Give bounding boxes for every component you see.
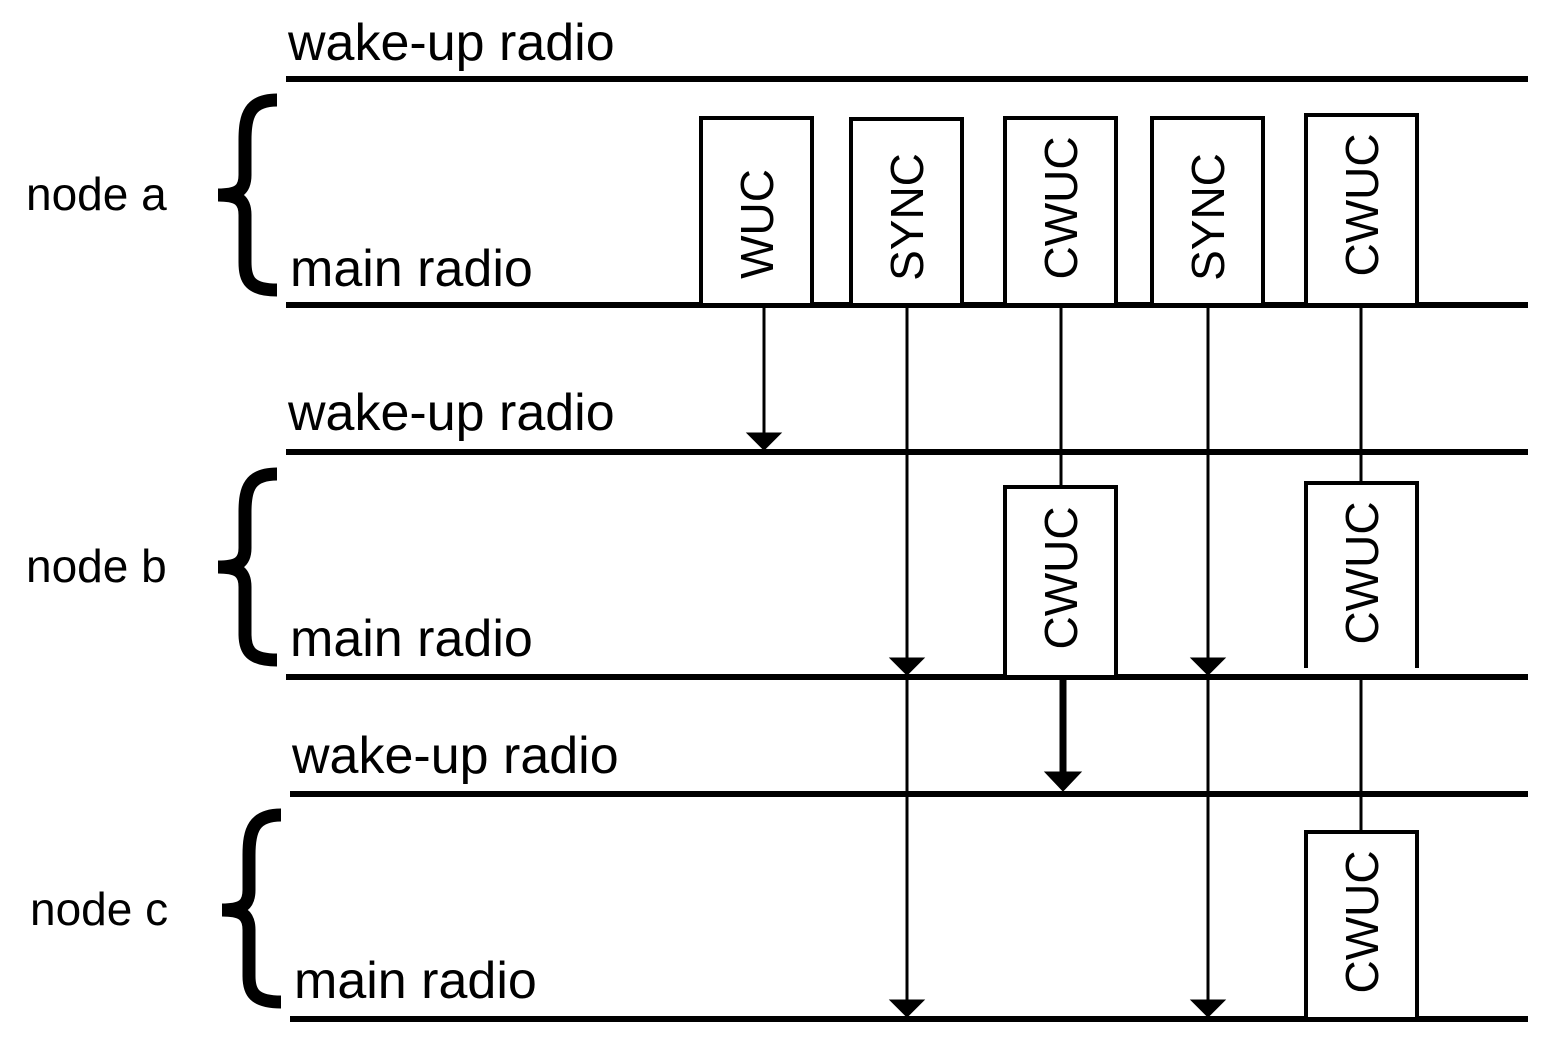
packet-box-cwuc-c (1304, 830, 1419, 1017)
packet-label-cwuc-b2: CWUC (1336, 501, 1388, 644)
node-c-wake-label: wake-up radio (291, 727, 619, 785)
node-b-wake-label: wake-up radio (287, 384, 615, 442)
packet-label-cwuc-a2: CWUC (1336, 133, 1388, 276)
node-a-label: node a (26, 168, 167, 220)
packet-box-sync-1 (849, 117, 964, 303)
node-b-group: wake-up radio main radio node b (26, 384, 1528, 680)
packet-box-cwuc-b1 (1003, 485, 1118, 675)
signal-lines (745, 305, 1363, 1018)
packet-box-cwuc-a1 (1003, 116, 1118, 303)
node-a-main-label: main radio (290, 240, 533, 298)
packet-label-cwuc-a1: CWUC (1035, 136, 1087, 279)
packet-label-cwuc-c: CWUC (1336, 850, 1388, 993)
sync2-arrowhead-c (1189, 999, 1227, 1018)
sync2-arrowhead-b (1189, 657, 1227, 676)
node-c-label: node c (30, 883, 168, 935)
node-c-brace (221, 808, 282, 1009)
node-c-main-label: main radio (294, 952, 537, 1010)
packet-box-cwuc-b2 (1304, 481, 1419, 668)
packet-labels: WUC SYNC CWUC SYNC CWUC CWUC CWUC CWUC (731, 133, 1388, 993)
node-b-brace (217, 467, 278, 667)
packet-box-sync-2 (1150, 116, 1265, 303)
packet-box-cwuc-a2 (1304, 113, 1419, 303)
packet-label-sync-2: SYNC (1182, 153, 1234, 281)
node-a-group: wake-up radio main radio node a (26, 14, 1528, 308)
node-a-brace (217, 93, 278, 297)
packet-label-sync-1: SYNC (881, 153, 933, 281)
cwuc-b-arrowhead (1043, 771, 1083, 792)
node-a-wake-label: wake-up radio (287, 14, 615, 72)
node-b-main-label: main radio (290, 610, 533, 668)
sync1-arrowhead-c (888, 999, 926, 1018)
node-b-label: node b (26, 540, 167, 592)
sync1-arrowhead-b (888, 657, 926, 676)
packet-label-wuc: WUC (731, 169, 783, 279)
packet-label-cwuc-b1: CWUC (1035, 506, 1087, 649)
wuc-arrowhead (745, 432, 783, 451)
packet-box-wuc (699, 116, 814, 303)
node-c-group: wake-up radio main radio node c (30, 727, 1528, 1022)
packet-boxes (699, 113, 1419, 1017)
